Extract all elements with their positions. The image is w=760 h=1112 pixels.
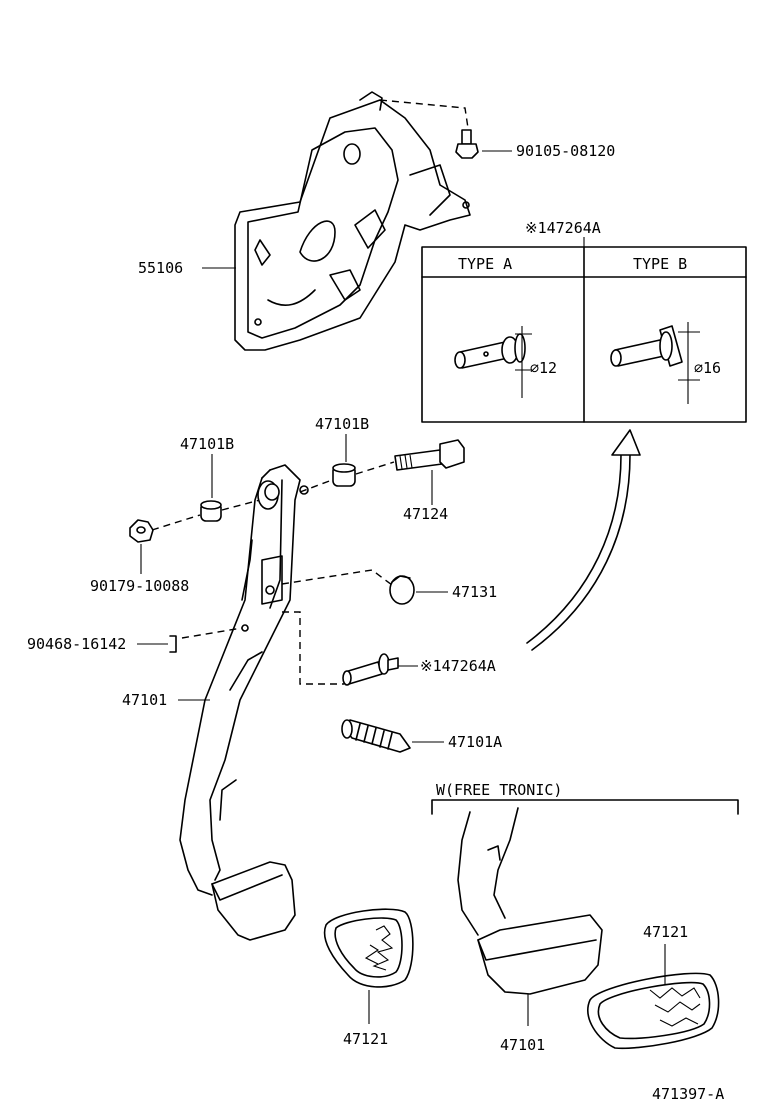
label-stopper: 47131 bbox=[452, 583, 497, 601]
bushing-left-drawing bbox=[200, 500, 222, 522]
label-type-b: TYPE B bbox=[633, 255, 687, 273]
label-dim-b: ⌀16 bbox=[694, 359, 721, 377]
label-pedal-bolt: 47124 bbox=[403, 505, 448, 523]
pedal-pad-right-drawing bbox=[587, 972, 720, 1050]
bushing-right-drawing bbox=[332, 463, 356, 487]
label-spring: 47101A bbox=[448, 733, 502, 751]
brake-pedal-drawing bbox=[179, 464, 309, 941]
label-type-a: TYPE A bbox=[458, 255, 512, 273]
pedal-pin-drawing bbox=[342, 653, 399, 686]
clip-drawing bbox=[169, 635, 177, 653]
label-pad-left: 47121 bbox=[343, 1030, 388, 1048]
label-pad-right: 47121 bbox=[643, 923, 688, 941]
label-pin-ref: ※147264A bbox=[420, 657, 496, 675]
label-dim-a: ⌀12 bbox=[530, 359, 557, 377]
type-b-pin-drawing bbox=[610, 322, 700, 404]
diagram-id: 471397-A bbox=[652, 1085, 724, 1103]
type-a-pin-drawing bbox=[454, 326, 532, 398]
return-spring-drawing bbox=[341, 719, 411, 753]
label-clip: 90468-16142 bbox=[27, 635, 126, 653]
label-pin-ref-top: ※147264A bbox=[525, 219, 601, 237]
label-nut: 90179-10088 bbox=[90, 577, 189, 595]
label-bracket: 55106 bbox=[138, 259, 183, 277]
label-bracket-bolt: 90105-08120 bbox=[516, 142, 615, 160]
arrow-to-pin-detail bbox=[526, 429, 641, 651]
pedal-pad-left-drawing bbox=[323, 908, 414, 988]
pedal-bolt-drawing bbox=[394, 439, 465, 471]
pin-type-box bbox=[421, 246, 747, 423]
stopper-drawing bbox=[389, 575, 415, 605]
nut-drawing bbox=[129, 519, 154, 543]
label-bushing-right: 47101B bbox=[315, 415, 369, 433]
pedal-bracket-drawing bbox=[234, 91, 471, 351]
label-pedal-free-tronic: 47101 bbox=[500, 1036, 545, 1054]
bracket-bolt-drawing bbox=[379, 99, 512, 159]
label-free-tronic: W(FREE TRONIC) bbox=[436, 781, 562, 799]
label-pedal: 47101 bbox=[122, 691, 167, 709]
pedal-free-tronic-drawing bbox=[457, 807, 603, 995]
label-bushing-left: 47101B bbox=[180, 435, 234, 453]
